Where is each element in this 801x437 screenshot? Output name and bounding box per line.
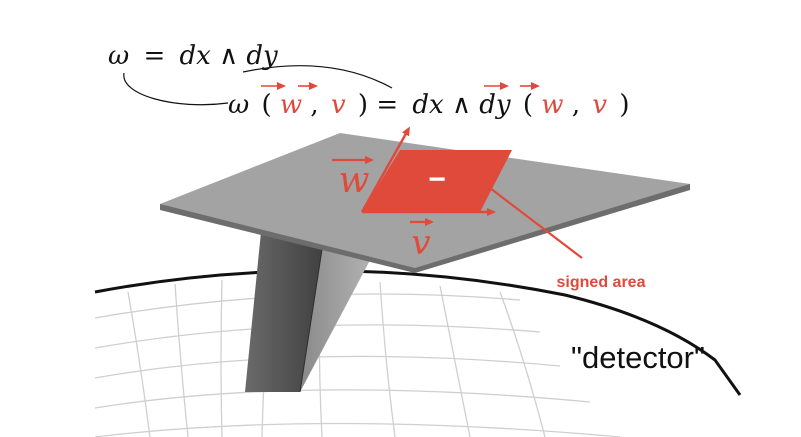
formula2-v2: v [592, 90, 607, 120]
formula2-rhs: dx ∧ dy [412, 90, 511, 120]
sphere-outline [94, 269, 742, 396]
connector-omega-curve [123, 72, 229, 106]
vector-v-label: v [411, 223, 430, 263]
formula2-v: v [331, 90, 346, 120]
signed-area-label: signed area [557, 274, 646, 291]
formula2-omega: ω [228, 90, 249, 120]
signed-area-parallelogram [362, 150, 512, 212]
vector-v-label-group: v [410, 218, 434, 263]
formula1-omega: ω [108, 41, 129, 71]
connector-dxdy-curve [242, 65, 393, 89]
formula-1: ω = dx ∧ dy [108, 41, 278, 71]
vector-w-label-group: w [332, 156, 374, 201]
signed-area-pointer [489, 187, 583, 259]
vector-w-arrow [360, 126, 410, 213]
sphere-grid [94, 277, 621, 437]
formula2-w2: w [541, 90, 563, 120]
formula1-rhs: dx ∧ dy [180, 41, 279, 71]
sign-minus-label: − [428, 163, 446, 196]
formula2-w: w [280, 90, 302, 120]
vector-w-label: w [339, 160, 370, 201]
formula1-equals: = [143, 41, 165, 71]
formula-2: ω ( w , v ) = dx ∧ dy ( w , v ) [228, 90, 629, 120]
detector-label: "detector" [571, 340, 705, 375]
detector-beam [245, 222, 385, 393]
